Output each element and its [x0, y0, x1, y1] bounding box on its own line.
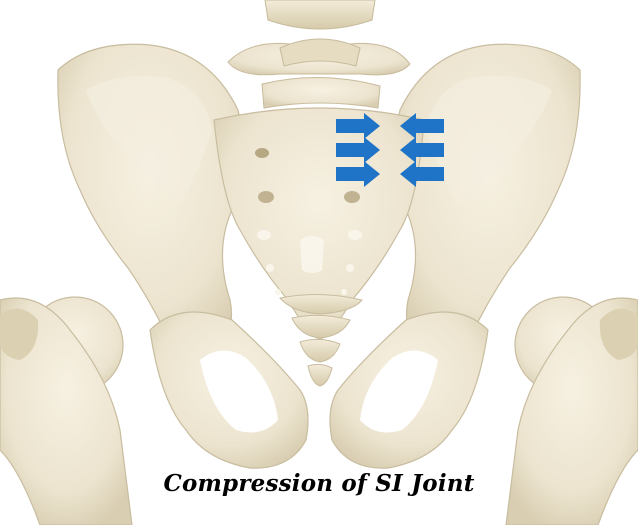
left-pubic-ramus — [150, 312, 308, 468]
right-pubic-ramus — [330, 312, 488, 468]
left-arrow-group — [336, 113, 380, 187]
right-arrow-group — [400, 113, 444, 187]
lumbar-vertebrae — [228, 0, 410, 108]
caption-compression-si-joint: Compression of SI Joint — [0, 470, 638, 497]
